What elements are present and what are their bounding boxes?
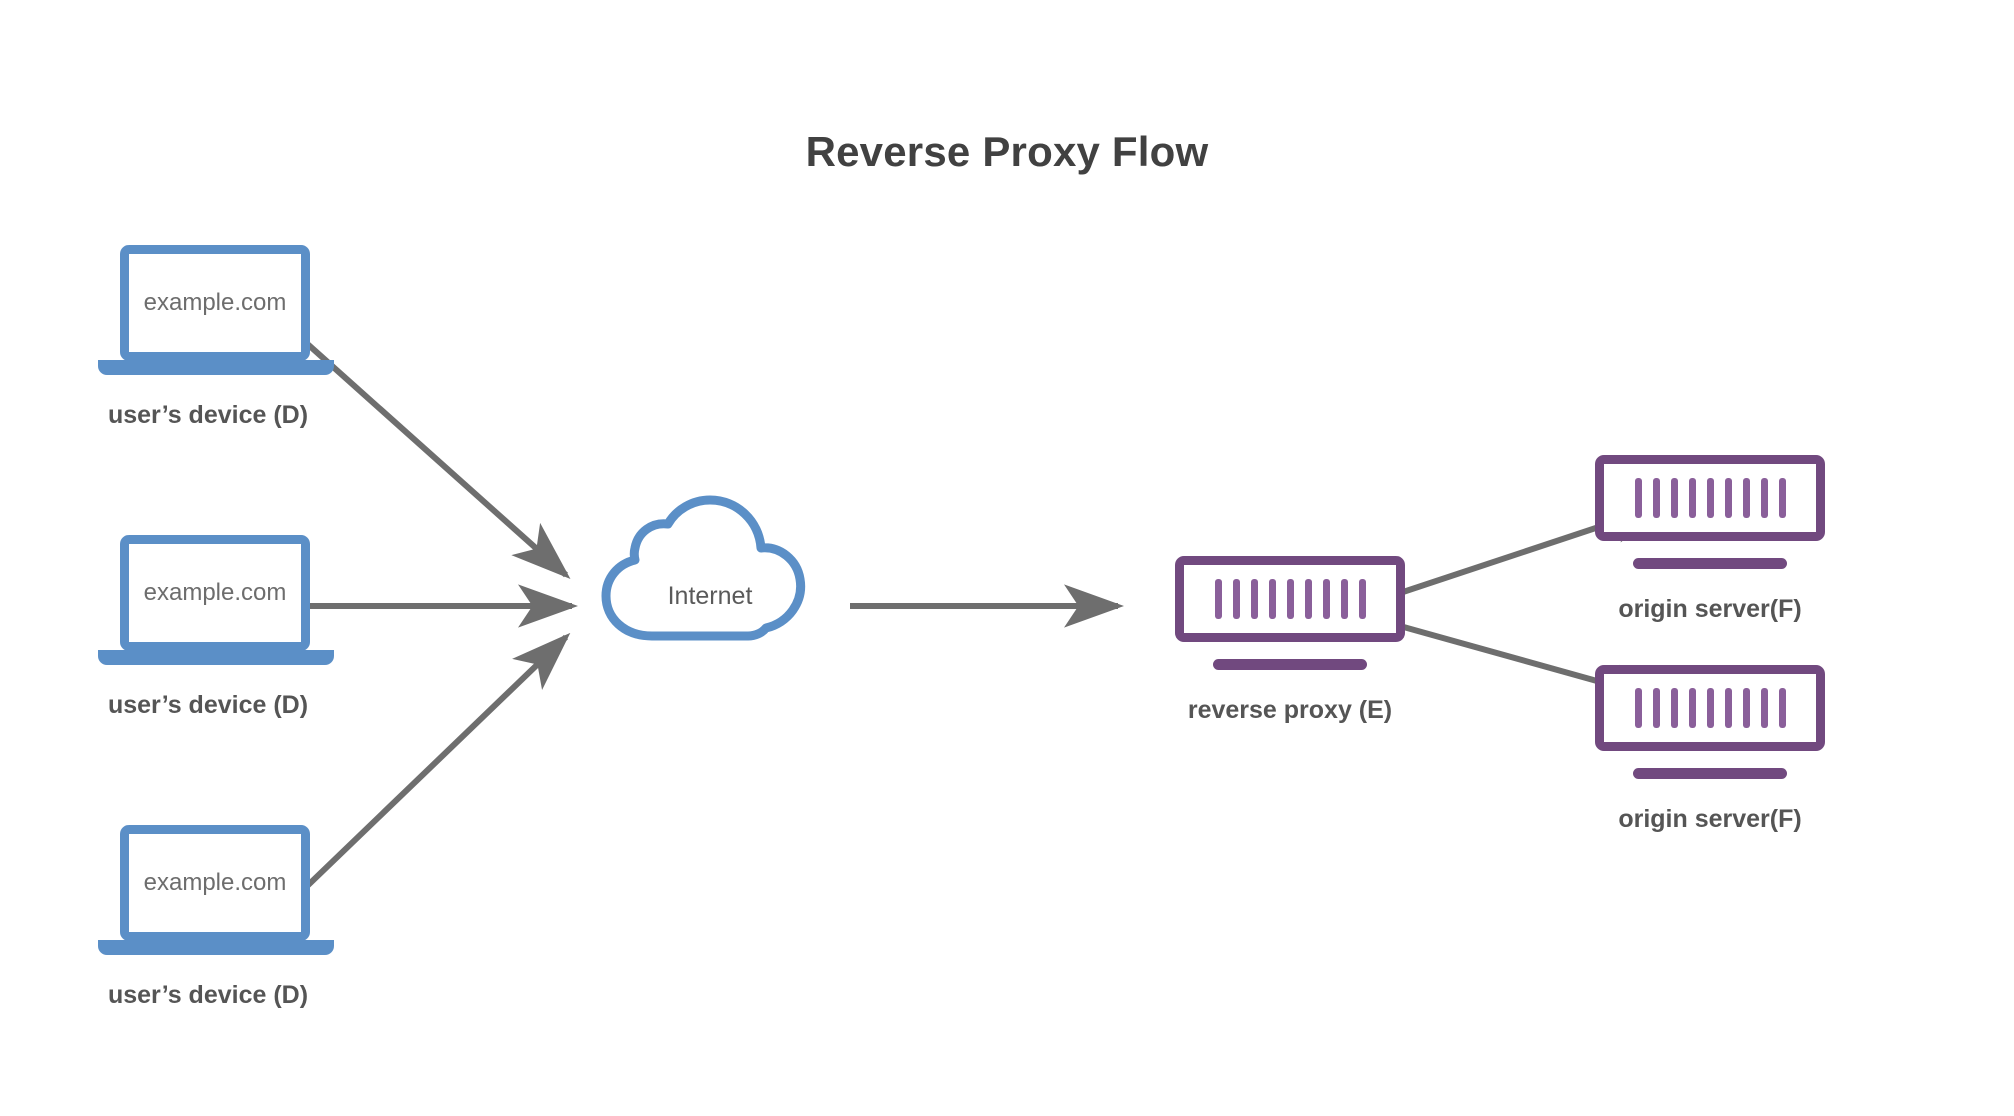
server-bar	[1250, 579, 1258, 619]
server-bar	[1634, 688, 1642, 728]
server-icon	[1175, 556, 1405, 670]
internet-cloud[interactable]: Internet	[580, 490, 840, 660]
server-body	[1595, 665, 1825, 751]
laptop-screen-text: example.com	[143, 289, 287, 316]
laptop-screen: example.com	[120, 825, 310, 941]
arrow-device1-to-internet	[301, 337, 571, 579]
reverse-proxy-label: reverse proxy (E)	[1187, 696, 1393, 724]
laptop-screen-text: example.com	[143, 579, 287, 606]
laptop-screen: example.com	[120, 535, 310, 651]
origin-server-2-label: origin server(F)	[1618, 805, 1802, 833]
server-bar	[1670, 478, 1678, 518]
server-body	[1175, 556, 1405, 642]
origin-server-1-label: origin server(F)	[1618, 595, 1802, 623]
server-stand	[1633, 558, 1787, 569]
laptop-screen: example.com	[120, 245, 310, 361]
laptop-icon: example.com	[98, 825, 334, 955]
server-bar	[1268, 579, 1276, 619]
server-bar	[1724, 478, 1732, 518]
server-bar	[1232, 579, 1240, 619]
server-bar	[1760, 688, 1768, 728]
server-bar	[1778, 478, 1786, 518]
server-bar	[1322, 579, 1330, 619]
user-device-2[interactable]: example.com user’s device (D)	[78, 535, 338, 720]
server-bar	[1778, 688, 1786, 728]
server-bar	[1706, 478, 1714, 518]
origin-server-1[interactable]: origin server(F)	[1560, 455, 1860, 624]
server-bar	[1688, 478, 1696, 518]
server-bar	[1652, 688, 1660, 728]
server-bar	[1304, 579, 1312, 619]
page-title: Reverse Proxy Flow	[805, 128, 1209, 175]
arrow-device3-to-internet	[300, 632, 571, 893]
server-bar	[1340, 579, 1348, 619]
user-device-1-label: user’s device (D)	[107, 401, 309, 429]
server-bar	[1742, 478, 1750, 518]
user-device-2-label: user’s device (D)	[107, 691, 309, 719]
user-device-3-label: user’s device (D)	[107, 981, 309, 1009]
server-bar	[1634, 478, 1642, 518]
server-body	[1595, 455, 1825, 541]
server-bar	[1358, 579, 1366, 619]
origin-server-2[interactable]: origin server(F)	[1560, 665, 1860, 834]
server-bar	[1688, 688, 1696, 728]
server-bar	[1670, 688, 1678, 728]
user-device-3[interactable]: example.com user’s device (D)	[78, 825, 338, 1010]
server-bar	[1286, 579, 1294, 619]
server-bar	[1742, 688, 1750, 728]
server-bar	[1652, 478, 1660, 518]
user-device-1[interactable]: example.com user’s device (D)	[78, 245, 338, 430]
server-icon	[1595, 665, 1825, 779]
server-stand	[1633, 768, 1787, 779]
cloud-icon	[601, 495, 806, 641]
laptop-icon: example.com	[98, 535, 334, 665]
server-stand	[1213, 659, 1367, 670]
reverse-proxy[interactable]: reverse proxy (E)	[1140, 556, 1440, 725]
internet-cloud-label: Internet	[667, 582, 753, 610]
server-icon	[1595, 455, 1825, 569]
laptop-base	[98, 940, 334, 955]
server-bar	[1724, 688, 1732, 728]
laptop-base	[98, 650, 334, 665]
laptop-base	[98, 360, 334, 375]
server-bar	[1760, 478, 1768, 518]
laptop-screen-text: example.com	[143, 869, 287, 896]
server-bar	[1706, 688, 1714, 728]
server-bar	[1214, 579, 1222, 619]
laptop-icon: example.com	[98, 245, 334, 375]
